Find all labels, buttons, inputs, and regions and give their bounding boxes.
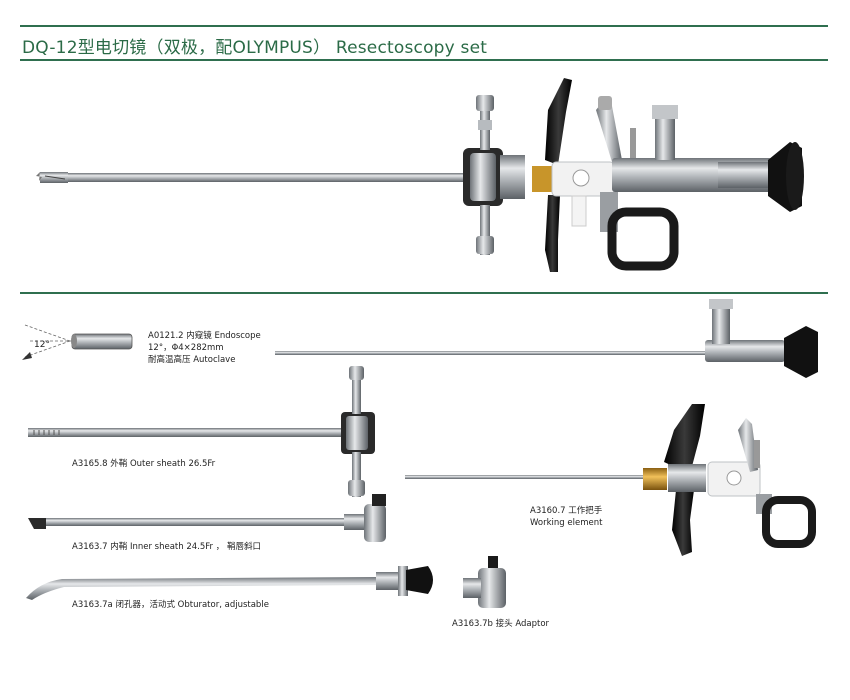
endoscope-label-line3: 耐高温高压 Autoclave: [148, 355, 236, 365]
working-element-label: A3160.7 工作把手 Working element: [530, 505, 602, 529]
section-divider: [20, 292, 828, 294]
endoscope-label: A0121.2 内窥镜 Endoscope 12°，Φ4×282mm 耐高温高压…: [148, 330, 261, 366]
adaptor-label: A3163.7b 接头 Adaptor: [452, 619, 550, 629]
assembled-resectoscope: [36, 78, 804, 272]
obturator-label: A3163.7a 闭孔器，活动式 Obturator, adjustable: [72, 600, 269, 610]
working-element-label-line2: Working element: [530, 518, 603, 528]
working-element-label-line1: A3160.7 工作把手: [530, 506, 603, 516]
endoscope-label-line2: 12°，Φ4×282mm: [148, 343, 224, 353]
working-element-illustration: [405, 404, 816, 556]
inner-sheath-illustration: [28, 494, 386, 542]
obturator-illustration: [26, 566, 433, 600]
endoscope-angle-label: 12°: [34, 340, 50, 350]
outer-sheath-label: A3165.8 外鞘 Outer sheath 26.5Fr: [72, 459, 216, 469]
outer-sheath-illustration: [28, 366, 375, 497]
header-rule: [20, 59, 828, 61]
endoscope-label-line1: A0121.2 内窥镜 Endoscope: [148, 331, 261, 341]
adaptor-illustration: [463, 556, 506, 608]
inner-sheath-label: A3163.7 内鞘 Inner sheath 24.5Fr ， 鞘唇斜口: [72, 542, 261, 552]
top-rule: [20, 25, 828, 27]
endoscope-illustration: [22, 299, 818, 378]
page-title: DQ-12型电切镜（双极，配OLYMPUS） Resectoscopy set: [22, 38, 488, 58]
